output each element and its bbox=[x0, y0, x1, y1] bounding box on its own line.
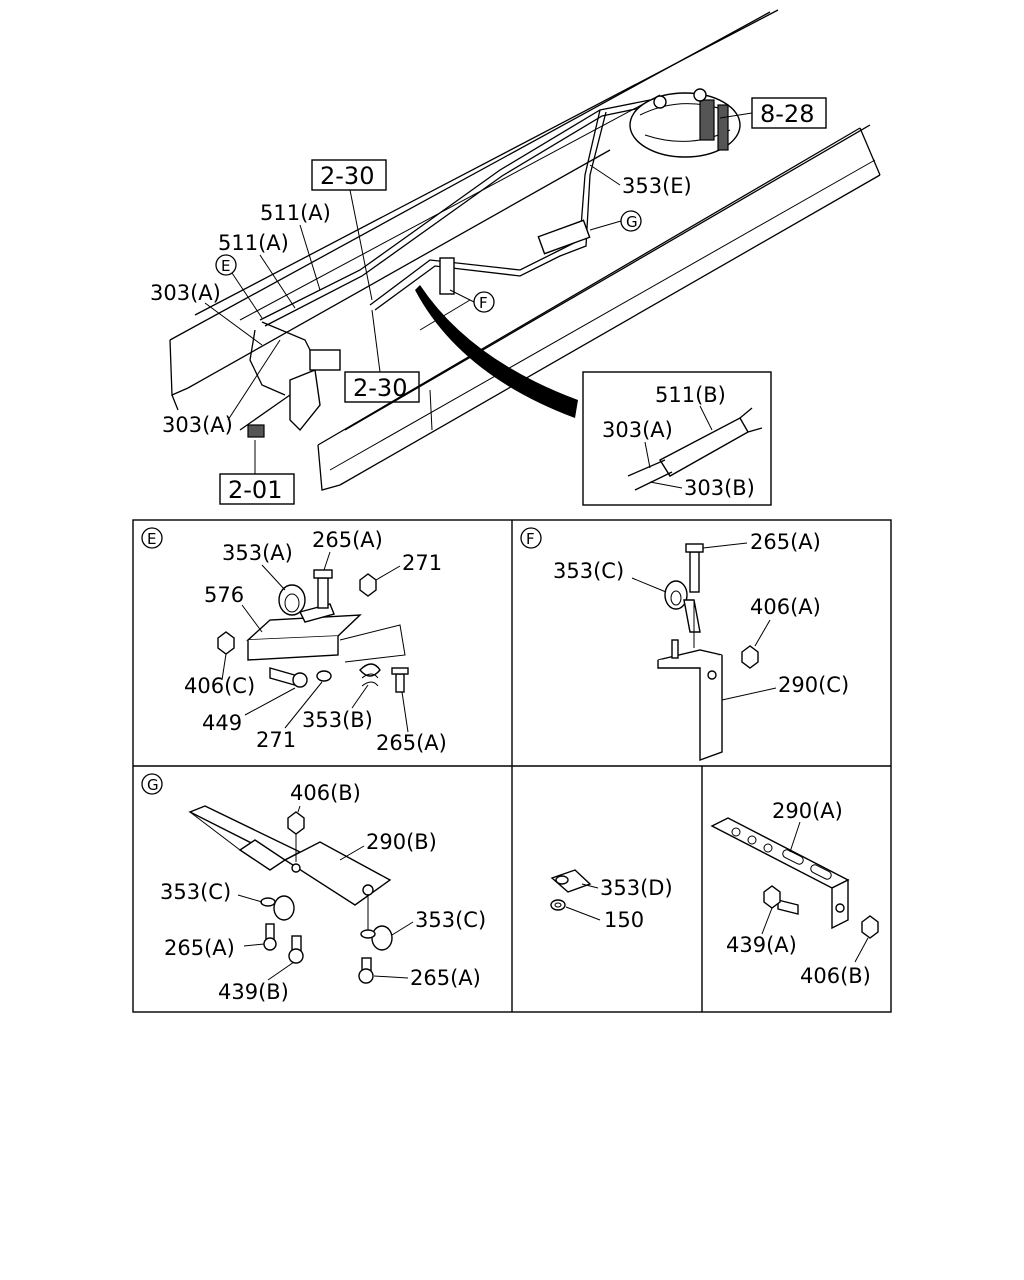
panel-bracket-290a: 290(A) 439(A) 406(B) bbox=[710, 799, 879, 988]
panel-g-label-353c-left: 353(C) bbox=[160, 880, 231, 904]
svg-text:F: F bbox=[479, 294, 488, 312]
label-511a-upper: 511(A) bbox=[260, 201, 331, 225]
detail-lead-band bbox=[415, 285, 578, 418]
panel-d-label-150: 150 bbox=[604, 908, 644, 932]
detail-panels-frame bbox=[132, 519, 892, 1013]
label-303a-upper: 303(A) bbox=[150, 281, 221, 305]
inset-label-511b: 511(B) bbox=[655, 383, 726, 407]
panel-e-label-353a: 353(A) bbox=[222, 541, 293, 565]
ref-box-2-01: 2-01 bbox=[219, 440, 295, 505]
panel-f-label-353c: 353(C) bbox=[553, 559, 624, 583]
panel-f-label-290c: 290(C) bbox=[778, 673, 849, 697]
frame-rail-upper bbox=[169, 9, 779, 411]
panel-e-label-271-bottom: 271 bbox=[256, 728, 296, 752]
ref-box-8-28: 8-28 bbox=[719, 97, 827, 129]
panel-e-label-353b: 353(B) bbox=[302, 708, 373, 732]
inset-label-303a: 303(A) bbox=[602, 418, 673, 442]
panel-g-label-353c-right: 353(C) bbox=[415, 908, 486, 932]
ref-box-2-30-upper: 2-30 bbox=[311, 159, 387, 301]
panel-f: F 265(A) 353(C) 406(A) 290(C) bbox=[520, 527, 849, 761]
panel-clip-353d: 353(D) 150 bbox=[550, 869, 673, 932]
panel-e-label-406c: 406(C) bbox=[184, 674, 255, 698]
panel-f-tag: F bbox=[526, 530, 535, 548]
svg-text:E: E bbox=[221, 257, 230, 275]
ref-2-30-upper: 2-30 bbox=[320, 162, 374, 190]
panel-g-label-290b: 290(B) bbox=[366, 830, 437, 854]
label-511a-lower: 511(A) bbox=[218, 231, 289, 255]
panel-g: G 406(B) 290(B) 353(C) 353(C) 265(A) 265… bbox=[141, 773, 486, 1004]
bracket-overview bbox=[247, 349, 341, 438]
panel-e-tag: E bbox=[147, 530, 156, 548]
panel-a-label-439a: 439(A) bbox=[726, 933, 797, 957]
label-353e: 353(E) bbox=[622, 174, 692, 198]
panel-e-label-265a-top: 265(A) bbox=[312, 528, 383, 552]
panel-e-label-265a-bottom: 265(A) bbox=[376, 731, 447, 755]
panel-d-label-353d: 353(D) bbox=[600, 876, 673, 900]
panel-e-label-449: 449 bbox=[202, 711, 242, 735]
panel-e: E 353(A) 265(A) 271 576 406(C) 449 271 3… bbox=[141, 527, 447, 755]
panel-a-label-406b: 406(B) bbox=[800, 964, 871, 988]
overview-section: 8-28 2-30 2-30 2-01 353(E) 511(A) 511(A)… bbox=[150, 9, 881, 506]
panel-a-label-290a: 290(A) bbox=[772, 799, 843, 823]
panel-g-label-406b: 406(B) bbox=[290, 781, 361, 805]
circle-marker-f: F bbox=[449, 289, 495, 313]
panel-f-label-265a: 265(A) bbox=[750, 530, 821, 554]
harness bbox=[239, 99, 651, 431]
circle-marker-e: E bbox=[215, 254, 263, 319]
label-303a-lower: 303(A) bbox=[162, 413, 233, 437]
ref-box-2-30-lower: 2-30 bbox=[344, 309, 420, 403]
inset-label-303b: 303(B) bbox=[684, 476, 755, 500]
panel-e-label-576: 576 bbox=[204, 583, 244, 607]
panel-f-label-406a: 406(A) bbox=[750, 595, 821, 619]
inset-cable-detail: 511(B) 303(A) 303(B) bbox=[582, 371, 772, 506]
circle-marker-g: G bbox=[589, 210, 642, 232]
panel-e-label-271-top: 271 bbox=[402, 551, 442, 575]
ref-2-01: 2-01 bbox=[228, 476, 282, 504]
svg-text:G: G bbox=[626, 213, 638, 231]
fuel-injection-unit bbox=[629, 88, 741, 158]
panel-g-label-439b: 439(B) bbox=[218, 980, 289, 1004]
panel-g-tag: G bbox=[147, 776, 159, 794]
panel-g-label-265a-right: 265(A) bbox=[410, 966, 481, 990]
panel-g-label-265a-left: 265(A) bbox=[164, 936, 235, 960]
ref-8-28: 8-28 bbox=[760, 100, 814, 128]
frame-rail-lower bbox=[317, 124, 881, 491]
ref-2-30-lower: 2-30 bbox=[353, 374, 407, 402]
